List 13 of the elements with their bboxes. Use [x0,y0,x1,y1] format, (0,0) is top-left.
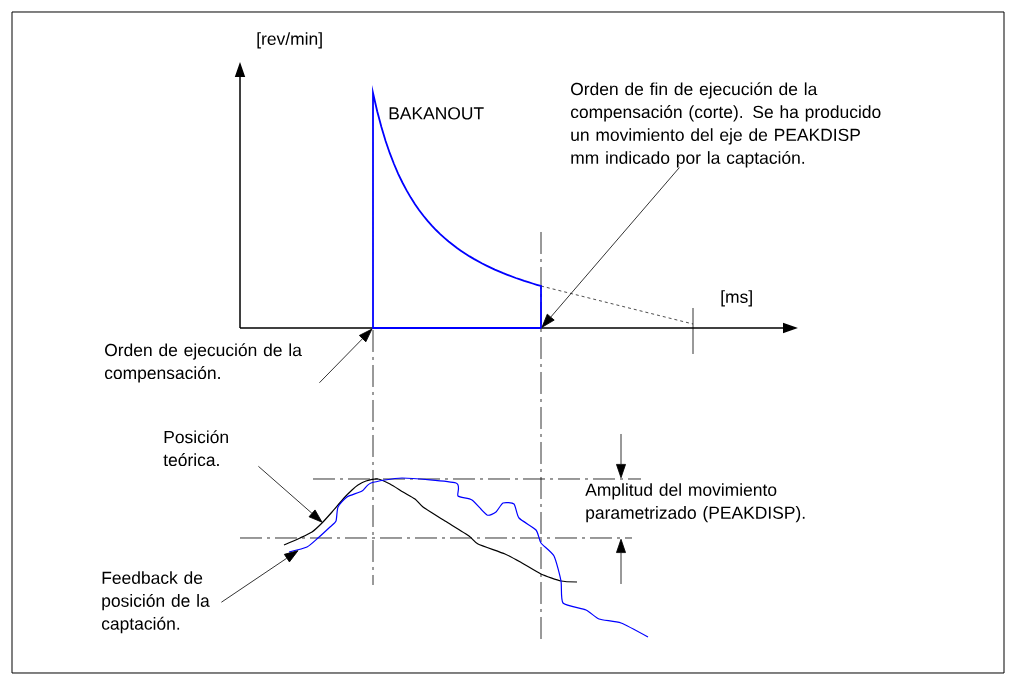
callout-text: Posición teórica. [163,430,228,467]
curve-label: BAKANOUT [389,107,484,120]
leader-arrow [221,550,299,603]
leader-arrow [319,328,373,384]
leader-arrow [258,465,323,523]
callout-text: Feedback de posición de la captación. [101,571,210,634]
axis-label: [rev/min] [257,32,322,49]
speed-curve [372,85,542,329]
callout-text: Orden de fin de ejecución de la compensación (corte). Se ha producido un movimiento del eje de PEAKDISP mm indicado por la captación. [570,82,881,168]
dimension-label: Amplitud del movimiento parametrizado (PEAKDISP). [585,483,805,523]
callout-text: Orden de ejecución de la compensación. [104,343,302,383]
axis-label: [ms] [721,290,752,307]
leader-arrow [541,167,680,328]
